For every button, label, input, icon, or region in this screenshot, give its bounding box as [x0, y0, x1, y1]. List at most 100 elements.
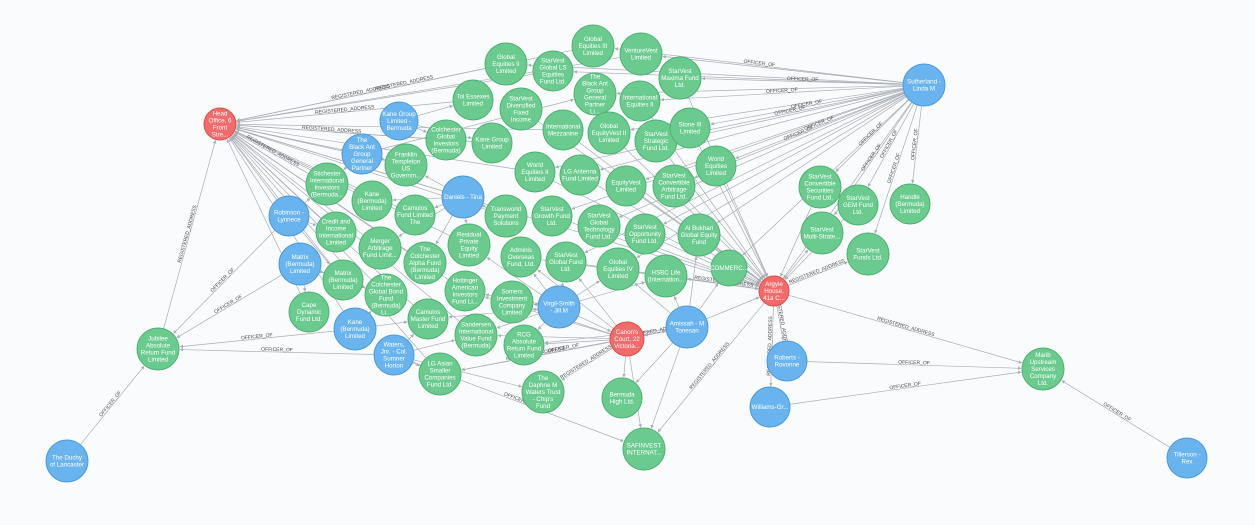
- officer-node[interactable]: Sutherland -Linda M: [902, 63, 946, 107]
- entity-node[interactable]: Kane(Bermuda)Limited: [351, 180, 393, 222]
- entity-circle[interactable]: [669, 107, 711, 149]
- relationship-edge[interactable]: [236, 126, 343, 151]
- relationship-edge[interactable]: [788, 294, 1023, 364]
- relationship-edge[interactable]: [417, 104, 454, 117]
- entity-circle[interactable]: [136, 327, 180, 371]
- address-circle[interactable]: [203, 107, 237, 141]
- relationship-edge[interactable]: [576, 280, 600, 296]
- relationship-edge[interactable]: [616, 85, 904, 96]
- entity-circle[interactable]: [364, 273, 408, 317]
- entity-circle[interactable]: [710, 249, 748, 287]
- relationship-edge[interactable]: [710, 88, 904, 126]
- relationship-edge[interactable]: [234, 132, 309, 175]
- entity-circle[interactable]: [484, 194, 528, 238]
- relationship-edge[interactable]: [464, 217, 468, 224]
- relationship-edge[interactable]: [874, 104, 918, 234]
- relationship-edge[interactable]: [911, 105, 922, 184]
- entity-circle[interactable]: [425, 119, 467, 161]
- entity-circle[interactable]: [652, 164, 696, 208]
- officer-node[interactable]: Robinson -Lynnece: [268, 195, 310, 237]
- relationship-edge[interactable]: [412, 362, 420, 367]
- entity-circle[interactable]: [571, 24, 615, 68]
- entity-circle[interactable]: [622, 427, 666, 471]
- relationship-edge[interactable]: [304, 197, 311, 204]
- entity-circle[interactable]: [605, 165, 647, 207]
- relationship-edge[interactable]: [79, 365, 145, 445]
- entity-circle[interactable]: [394, 194, 436, 236]
- entity-circle[interactable]: [358, 226, 402, 270]
- entity-node[interactable]: SAFINVESTINTERNAT...: [622, 427, 666, 471]
- relationship-edge[interactable]: [561, 347, 613, 381]
- officer-circle[interactable]: [45, 439, 89, 483]
- relationship-edge[interactable]: [780, 206, 812, 277]
- officer-circle[interactable]: [373, 334, 415, 376]
- relationship-edge[interactable]: [375, 320, 408, 327]
- relationship-edge[interactable]: [677, 88, 904, 138]
- relationship-edge[interactable]: [307, 222, 317, 226]
- relationship-edge[interactable]: [176, 274, 283, 339]
- entity-circle[interactable]: [499, 87, 543, 131]
- entity-node[interactable]: Handle(Bermuda)Limited: [889, 183, 931, 225]
- relationship-edge[interactable]: [381, 157, 385, 161]
- officer-circle[interactable]: [1166, 437, 1208, 479]
- relationship-edge[interactable]: [577, 315, 612, 332]
- relationship-edge[interactable]: [343, 166, 348, 170]
- officer-circle[interactable]: [333, 307, 377, 351]
- relationship-edge[interactable]: [614, 47, 904, 83]
- officer-node[interactable]: Matrix(Bermuda)Limited: [278, 242, 322, 286]
- officer-circle[interactable]: [749, 386, 791, 428]
- relationship-edge[interactable]: [302, 284, 307, 292]
- entity-node[interactable]: Matrix(Bermuda)Limited: [322, 259, 364, 301]
- entity-circle[interactable]: [484, 42, 528, 86]
- relationship-edge[interactable]: [660, 85, 904, 102]
- relationship-edge[interactable]: [787, 261, 848, 286]
- relationship-edge[interactable]: [555, 89, 904, 169]
- relationship-edge[interactable]: [645, 91, 905, 180]
- entity-circle[interactable]: [596, 247, 640, 291]
- relationship-edge[interactable]: [434, 204, 444, 209]
- relationship-edge[interactable]: [783, 249, 809, 280]
- relationship-edge[interactable]: [236, 73, 534, 123]
- relationship-edge[interactable]: [435, 215, 453, 245]
- entity-circle[interactable]: [531, 195, 573, 237]
- relationship-edge[interactable]: [706, 296, 760, 320]
- relationship-edge[interactable]: [735, 92, 905, 159]
- relationship-edge[interactable]: [413, 339, 455, 351]
- entity-circle[interactable]: [403, 241, 447, 285]
- entity-circle[interactable]: [503, 324, 545, 366]
- relationship-edge[interactable]: [560, 282, 565, 287]
- entity-circle[interactable]: [837, 184, 879, 226]
- entity-circle[interactable]: [677, 213, 721, 257]
- relationship-edge[interactable]: [236, 101, 454, 124]
- officer-node[interactable]: Tillerson -Rex: [1166, 437, 1208, 479]
- entity-circle[interactable]: [846, 232, 890, 276]
- entity-circle[interactable]: [644, 254, 688, 298]
- relationship-edge[interactable]: [537, 322, 546, 330]
